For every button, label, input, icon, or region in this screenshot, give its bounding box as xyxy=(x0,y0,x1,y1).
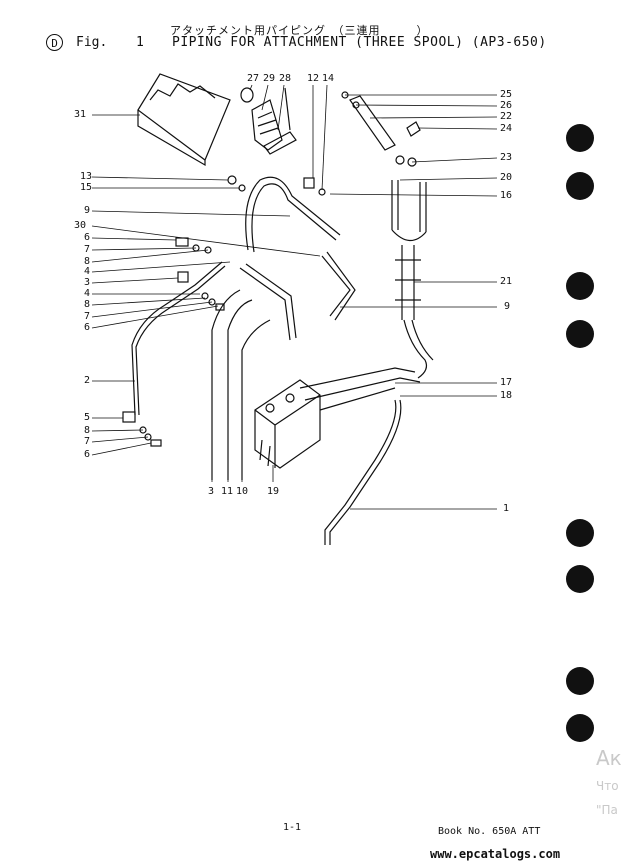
punch-hole xyxy=(566,124,594,152)
callout-6c: 6 xyxy=(84,449,91,460)
callout-6: 6 xyxy=(84,232,91,243)
section-letter-badge: D xyxy=(46,34,63,51)
callout-18: 18 xyxy=(500,390,513,401)
callout-26: 26 xyxy=(500,100,513,111)
fig-number: 1 xyxy=(136,35,144,50)
callout-21: 21 xyxy=(500,276,513,287)
japanese-title: アタッチメント用パイピング （三連用 ） xyxy=(170,24,429,37)
callout-20: 20 xyxy=(500,172,513,183)
hose-column xyxy=(391,180,434,379)
callout-19: 19 xyxy=(267,486,280,497)
callout-10: 10 xyxy=(236,486,249,497)
callout-29: 29 xyxy=(263,73,276,84)
vertical-tubes xyxy=(211,289,271,480)
callout-8c: 8 xyxy=(84,425,91,436)
callout-31: 31 xyxy=(74,109,87,120)
callout-25: 25 xyxy=(500,89,513,100)
callout-8b: 8 xyxy=(84,299,91,310)
callout-7b: 7 xyxy=(84,311,91,322)
callout-3-bottom: 3 xyxy=(208,486,215,497)
watermark-line-3: "Па xyxy=(596,803,618,817)
punch-hole xyxy=(566,667,594,695)
callout-9-right: 9 xyxy=(504,301,511,312)
cover-plate-31 xyxy=(137,73,231,167)
callout-14: 14 xyxy=(322,73,335,84)
callout-13: 13 xyxy=(80,171,93,182)
punch-hole xyxy=(566,320,594,348)
callout-2: 2 xyxy=(84,375,91,386)
fig-label: Fig. xyxy=(76,35,108,50)
callout-1: 1 xyxy=(503,503,510,514)
leader-lines-top xyxy=(249,84,328,191)
callout-30: 30 xyxy=(74,220,87,231)
watermark-line-1: Ак xyxy=(596,746,621,770)
callout-17: 17 xyxy=(500,377,513,388)
lower-left-fittings xyxy=(122,411,162,447)
punch-hole xyxy=(566,172,594,200)
callout-24: 24 xyxy=(500,123,513,134)
control-valve-19 xyxy=(254,379,321,469)
callout-8: 8 xyxy=(84,256,91,267)
lever-boot-assembly xyxy=(240,87,297,155)
callout-7: 7 xyxy=(84,244,91,255)
watermark-line-2: Что xyxy=(596,779,619,793)
punch-hole xyxy=(566,272,594,300)
callout-9: 9 xyxy=(84,205,91,216)
pipes-17-18-1 xyxy=(299,367,421,545)
callout-6b: 6 xyxy=(84,322,91,333)
callout-15: 15 xyxy=(80,182,93,193)
source-url: www.epcatalogs.com xyxy=(430,847,561,861)
callout-4b: 4 xyxy=(84,288,91,299)
callout-27: 27 xyxy=(247,73,260,84)
callout-7c: 7 xyxy=(84,436,91,447)
punch-hole xyxy=(566,714,594,742)
callout-4: 4 xyxy=(84,266,91,277)
punch-hole xyxy=(566,565,594,593)
leader-lines-left xyxy=(91,114,321,456)
callout-16: 16 xyxy=(500,190,513,201)
callout-12: 12 xyxy=(307,73,320,84)
callout-23: 23 xyxy=(500,152,513,163)
page-number: 1-1 xyxy=(283,822,302,833)
punch-hole xyxy=(566,519,594,547)
callout-3: 3 xyxy=(84,277,91,288)
callout-22: 22 xyxy=(500,111,513,122)
book-number: Book No. 650A ATT xyxy=(438,826,541,837)
callout-28: 28 xyxy=(279,73,292,84)
left-pipe-2 xyxy=(131,261,226,416)
leader-lines-bottom xyxy=(211,465,274,482)
callout-5: 5 xyxy=(84,412,91,423)
callout-11: 11 xyxy=(221,486,234,497)
page-title: PIPING FOR ATTACHMENT (THREE SPOOL) (AP3… xyxy=(172,35,547,50)
leader-lines-right xyxy=(329,94,498,510)
right-lever-assembly xyxy=(341,91,421,167)
pipe-loop xyxy=(239,176,356,341)
